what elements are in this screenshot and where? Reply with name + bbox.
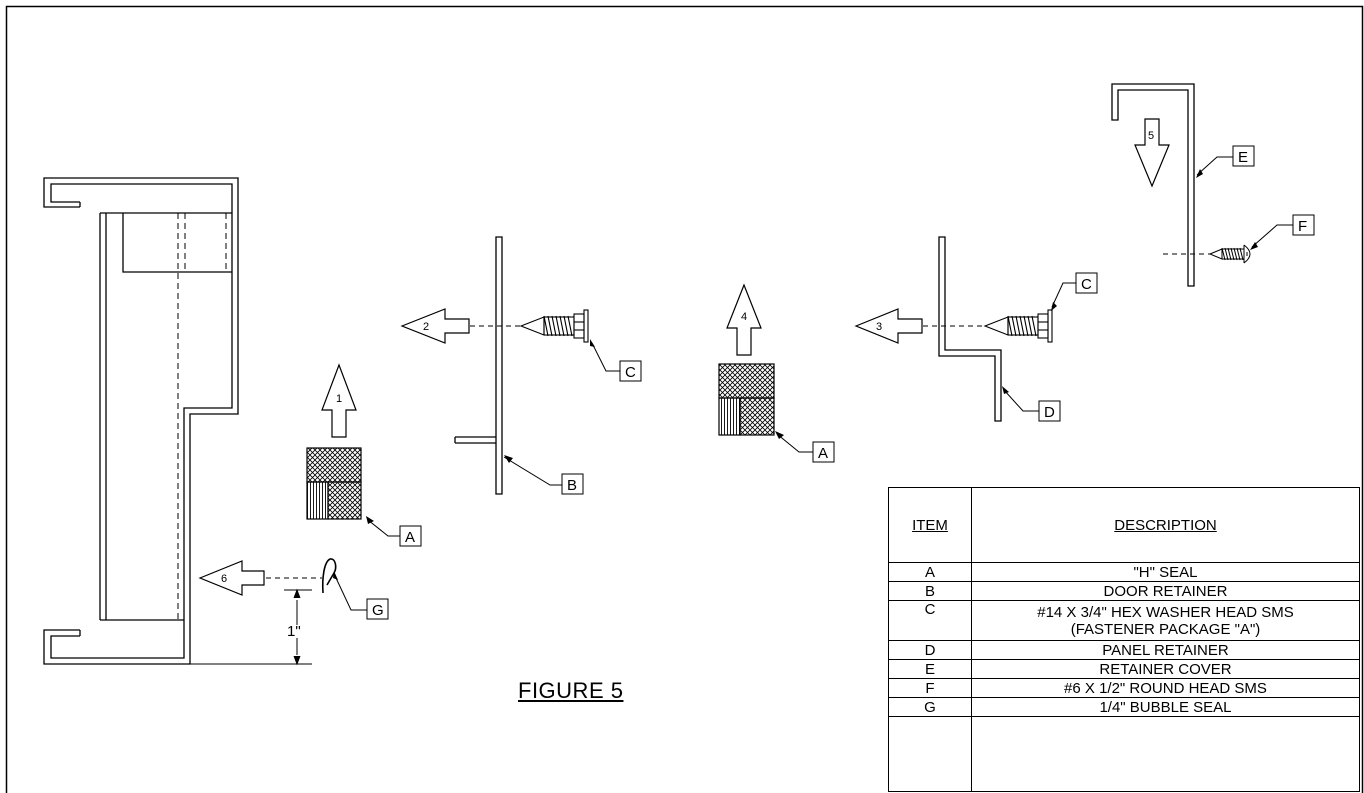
table-row: C #14 X 3/4" HEX WASHER HEAD SMS (FASTEN…	[888, 600, 1360, 641]
description-cell: DOOR RETAINER	[971, 581, 1360, 601]
callout-b: B	[567, 477, 577, 494]
description-cell	[971, 716, 1360, 792]
table-row: B DOOR RETAINER	[888, 581, 1360, 601]
callout-d: D	[1044, 404, 1055, 421]
step-5-arrow	[1134, 118, 1170, 188]
leader-d	[1003, 389, 1039, 412]
item-cell: G	[888, 697, 972, 717]
dimension-label: 1"	[287, 623, 301, 640]
dimension-1-inch	[190, 588, 312, 666]
description-cell: #14 X 3/4" HEX WASHER HEAD SMS (FASTENER…	[971, 600, 1360, 641]
callout-f: F	[1298, 218, 1307, 235]
step-4-label: 4	[741, 311, 747, 323]
table-row: F #6 X 1/2" ROUND HEAD SMS	[888, 678, 1360, 698]
callout-g-box	[366, 598, 389, 620]
leader-e	[1196, 156, 1233, 176]
callout-c2-box	[1075, 272, 1098, 294]
callout-a1: A	[405, 529, 415, 546]
step-2-arrow	[400, 308, 470, 344]
callout-a2: A	[818, 445, 828, 462]
callout-e-box	[1232, 145, 1255, 167]
round-head-screw	[1208, 244, 1251, 264]
leader-a1	[367, 519, 400, 537]
column-header-item: ITEM	[888, 487, 972, 563]
description-line-1: #14 X 3/4" HEX WASHER HEAD SMS	[1037, 603, 1294, 621]
item-cell: C	[888, 600, 972, 641]
step-2-label: 2	[423, 321, 429, 333]
item-cell: D	[888, 640, 972, 660]
parts-table: ITEM DESCRIPTION A "H" SEAL B DOOR RETAI…	[888, 487, 1360, 792]
bubble-seal	[321, 558, 337, 594]
callout-d-box	[1038, 400, 1061, 422]
item-cell: E	[888, 659, 972, 679]
callout-b-box	[561, 473, 584, 495]
hex-screw-2	[983, 309, 1053, 343]
item-cell	[888, 716, 972, 792]
hex-screw-1	[519, 309, 589, 343]
callout-e: E	[1238, 149, 1248, 166]
callout-f-box	[1292, 214, 1315, 236]
leader-c2	[1051, 282, 1076, 308]
panel-retainer	[938, 236, 1002, 422]
step-1-label: 1	[336, 393, 342, 405]
figure-title: FIGURE 5	[518, 678, 624, 703]
table-row: E RETAINER COVER	[888, 659, 1360, 679]
sheet-border	[5, 5, 1364, 793]
step-6-arrow	[198, 560, 265, 596]
step-3-label: 3	[876, 321, 882, 333]
callout-g: G	[372, 602, 384, 619]
h-seal-1	[306, 447, 362, 520]
door-retainer	[454, 236, 503, 495]
callout-c1-box	[619, 360, 642, 382]
description-cell: #6 X 1/2" ROUND HEAD SMS	[971, 678, 1360, 698]
table-row: D PANEL RETAINER	[888, 640, 1360, 660]
item-cell: A	[888, 562, 972, 582]
table-row-empty	[888, 716, 1360, 792]
callout-c1: C	[625, 364, 636, 381]
step-3-arrow	[854, 308, 923, 344]
description-cell: "H" SEAL	[971, 562, 1360, 582]
leader-b	[503, 456, 562, 486]
step-4-arrow	[726, 283, 762, 356]
table-row: A "H" SEAL	[888, 562, 1360, 582]
step-6-label: 6	[221, 573, 227, 585]
door-frame	[43, 177, 239, 665]
table-row: G 1/4" BUBBLE SEAL	[888, 697, 1360, 717]
callout-a2-box	[812, 441, 835, 463]
callout-a1-box	[399, 525, 422, 547]
leader-g	[335, 577, 367, 611]
frame-hidden-lines	[177, 213, 227, 620]
step-1-arrow	[321, 363, 357, 438]
item-cell: F	[888, 678, 972, 698]
column-header-description: DESCRIPTION	[971, 487, 1360, 563]
callout-c2: C	[1081, 276, 1092, 293]
description-line-2: (FASTENER PACKAGE "A")	[1070, 620, 1261, 638]
leader-f	[1251, 224, 1293, 248]
retainer-cover	[1111, 83, 1195, 287]
description-cell: PANEL RETAINER	[971, 640, 1360, 660]
leader-a2	[776, 433, 813, 453]
leader-c1	[591, 342, 620, 372]
item-cell: B	[888, 581, 972, 601]
step-5-label: 5	[1148, 130, 1154, 142]
description-cell: 1/4" BUBBLE SEAL	[971, 697, 1360, 717]
description-cell: RETAINER COVER	[971, 659, 1360, 679]
h-seal-2	[718, 363, 775, 436]
table-header-row: ITEM DESCRIPTION	[888, 487, 1360, 563]
